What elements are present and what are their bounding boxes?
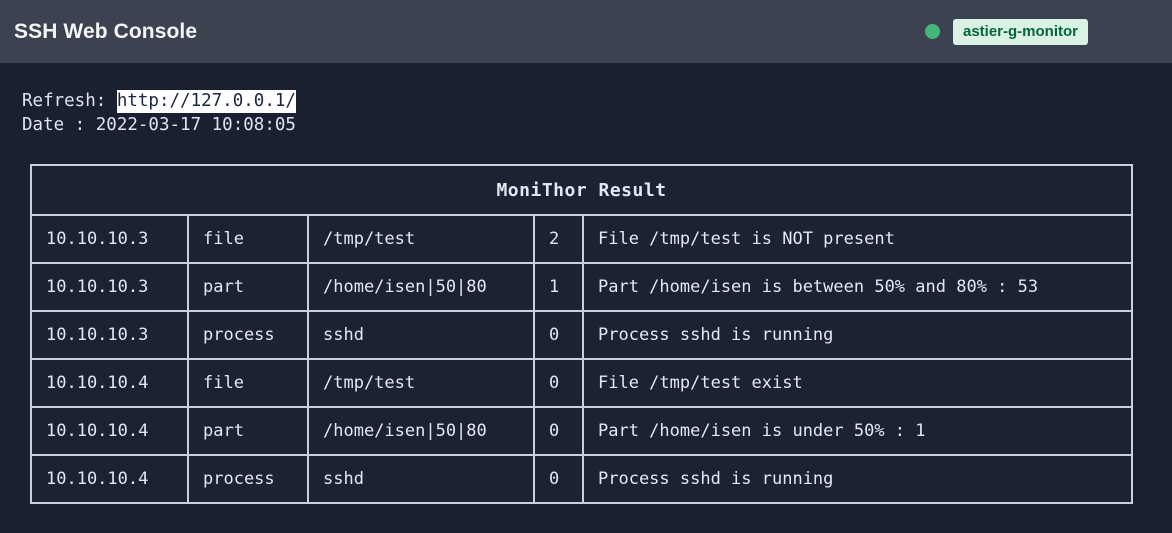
cell-host: 10.10.10.4: [31, 407, 188, 455]
cell-code: 1: [534, 263, 583, 311]
cell-target: sshd: [308, 311, 534, 359]
monithor-table-container: MoniThor Result 10.10.10.3 file /tmp/tes…: [30, 164, 1133, 504]
cell-host: 10.10.10.3: [31, 311, 188, 359]
cell-target: /home/isen|50|80: [308, 263, 534, 311]
cell-type: part: [188, 263, 308, 311]
page-title: SSH Web Console: [14, 19, 198, 43]
header-status-group: astier-g-monitor: [924, 18, 1160, 45]
date-line: Date : 2022-03-17 10:08:05: [22, 115, 296, 135]
cell-type: part: [188, 407, 308, 455]
app-header-bar: SSH Web Console astier-g-monitor: [0, 0, 1172, 63]
cell-target: /tmp/test: [308, 215, 534, 263]
cell-target: sshd: [308, 455, 534, 503]
table-row[interactable]: 10.10.10.3 part /home/isen|50|80 1 Part …: [31, 263, 1132, 311]
cell-code: 0: [534, 311, 583, 359]
cell-message: File /tmp/test is NOT present: [583, 215, 1132, 263]
cell-host: 10.10.10.3: [31, 263, 188, 311]
table-row[interactable]: 10.10.10.4 process sshd 0 Process sshd i…: [31, 455, 1132, 503]
refresh-url-link[interactable]: http://127.0.0.1/: [116, 90, 296, 113]
table-row[interactable]: 10.10.10.4 part /home/isen|50|80 0 Part …: [31, 407, 1132, 455]
cell-host: 10.10.10.4: [31, 455, 188, 503]
online-status-dot-icon: [924, 24, 940, 39]
cell-code: 0: [534, 359, 583, 407]
cell-host: 10.10.10.4: [31, 359, 188, 407]
table-caption: MoniThor Result: [31, 165, 1132, 215]
cell-target: /home/isen|50|80: [308, 407, 534, 455]
table-row[interactable]: 10.10.10.3 file /tmp/test 2 File /tmp/te…: [31, 215, 1132, 263]
cell-message: Part /home/isen is between 50% and 80% :…: [583, 263, 1132, 311]
cell-message: Part /home/isen is under 50% : 1: [583, 407, 1132, 455]
table-caption-row: MoniThor Result: [31, 165, 1132, 215]
cell-type: process: [188, 311, 308, 359]
cell-message: Process sshd is running: [583, 311, 1132, 359]
table-row[interactable]: 10.10.10.3 process sshd 0 Process sshd i…: [31, 311, 1132, 359]
info-block: Refresh: http://127.0.0.1/ Date : 2022-0…: [0, 63, 1172, 137]
cell-message: File /tmp/test exist: [583, 359, 1132, 407]
cell-type: file: [188, 359, 308, 407]
cell-type: file: [188, 215, 308, 263]
refresh-line: Refresh: http://127.0.0.1/: [22, 89, 1172, 113]
monithor-results-table: MoniThor Result 10.10.10.3 file /tmp/tes…: [30, 164, 1133, 504]
cell-code: 2: [534, 215, 583, 263]
refresh-label: Refresh:: [22, 91, 117, 111]
status-badge[interactable]: astier-g-monitor: [952, 18, 1088, 45]
table-row[interactable]: 10.10.10.4 file /tmp/test 0 File /tmp/te…: [31, 359, 1132, 407]
cell-code: 0: [534, 407, 583, 455]
table-body: 10.10.10.3 file /tmp/test 2 File /tmp/te…: [31, 215, 1132, 503]
cell-code: 0: [534, 455, 583, 503]
cell-message: Process sshd is running: [583, 455, 1132, 503]
cell-host: 10.10.10.3: [31, 215, 188, 263]
cell-target: /tmp/test: [308, 359, 534, 407]
cell-type: process: [188, 455, 308, 503]
